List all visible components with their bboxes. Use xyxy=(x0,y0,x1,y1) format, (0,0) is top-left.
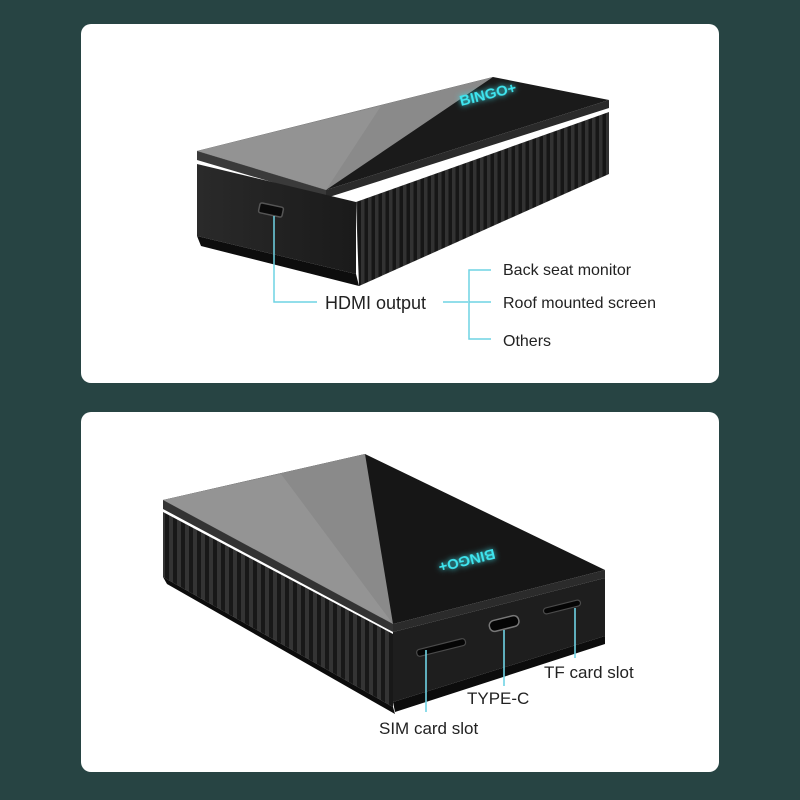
type-c-label: TYPE-C xyxy=(467,689,529,708)
hdmi-port xyxy=(257,202,285,218)
sim-card-slot xyxy=(416,638,467,657)
port-callout-lines xyxy=(425,608,576,712)
target-others: Others xyxy=(503,333,551,350)
top-device-illustration: BINGO+ HDMI output Back seat monitor Roo… xyxy=(197,77,656,350)
tf-card-slot xyxy=(542,599,582,615)
bottom-device-illustration: BINGO+ SIM card slot TYPE-C TF card slot xyxy=(163,454,634,738)
hdmi-callout-lines xyxy=(273,216,491,340)
device-front-face xyxy=(197,164,356,274)
device-ribbed-side xyxy=(163,512,393,707)
device-ribbed-side xyxy=(356,112,609,286)
tf-card-slot-label: TF card slot xyxy=(544,663,634,682)
hdmi-output-label: HDMI output xyxy=(325,293,426,313)
bottom-product-panel: BINGO+ SIM card slot TYPE-C TF card slot xyxy=(81,412,719,772)
top-product-panel: BINGO+ HDMI output Back seat monitor Roo… xyxy=(81,24,719,383)
target-back-seat-monitor: Back seat monitor xyxy=(503,262,632,279)
target-roof-mounted-screen: Roof mounted screen xyxy=(503,295,656,312)
type-c-port xyxy=(488,614,520,633)
sim-card-slot-label: SIM card slot xyxy=(379,719,478,738)
